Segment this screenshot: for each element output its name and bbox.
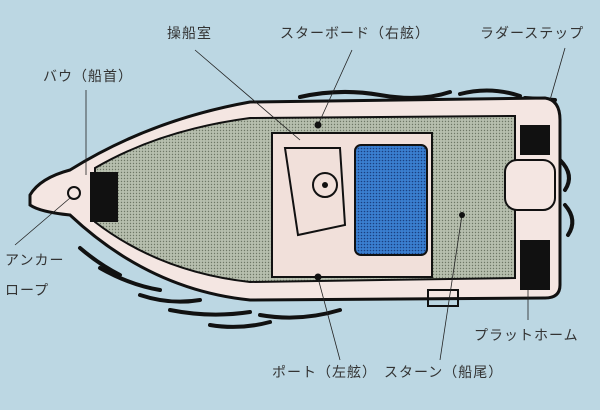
boarding-ladder <box>427 289 459 307</box>
seat <box>354 144 428 256</box>
label-stern: スターン（船尾） <box>384 365 504 381</box>
label-anchor-rope-1: アンカー <box>5 253 65 269</box>
rudder-step <box>520 125 550 155</box>
steering-wheel <box>312 172 338 198</box>
bow-hatch <box>90 172 118 222</box>
label-wheelhouse: 操船室 <box>167 26 212 42</box>
label-platform: プラットホーム <box>474 328 579 344</box>
leader-lines <box>14 47 566 361</box>
label-bow: バウ（船首） <box>43 69 133 85</box>
outboard-motor <box>504 159 556 211</box>
anchor-fitting <box>67 186 81 200</box>
label-port: ポート（左舷） <box>272 365 377 381</box>
platform <box>520 240 550 290</box>
label-rudder-step: ラダーステップ <box>480 26 585 42</box>
label-starboard: スターボード（右舷） <box>280 26 430 42</box>
label-anchor-rope-2: ロープ <box>5 283 50 299</box>
water-wake <box>78 88 575 329</box>
